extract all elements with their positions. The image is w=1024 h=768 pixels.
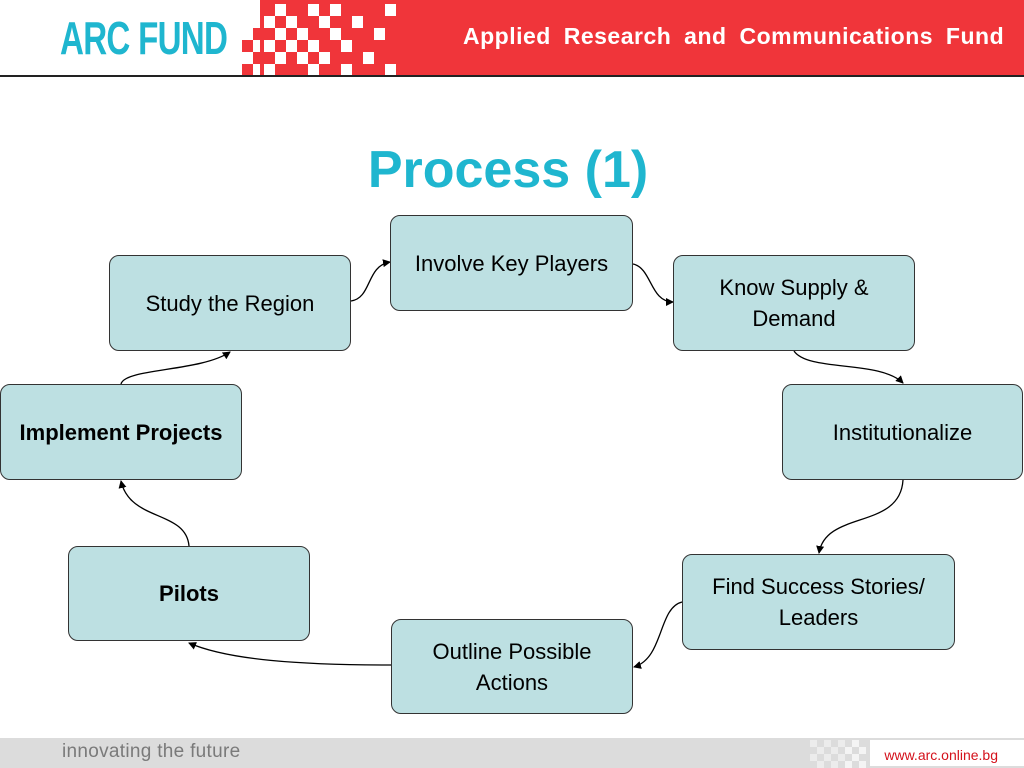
step-label: Find Success Stories/ Leaders bbox=[712, 574, 925, 630]
step-label: Know Supply & Demand bbox=[719, 275, 869, 331]
step-find-success-stories: Find Success Stories/ Leaders bbox=[682, 554, 955, 650]
step-know-supply-demand: Know Supply & Demand bbox=[673, 255, 915, 351]
step-study-the-region: Study the Region bbox=[109, 255, 351, 351]
connector-involve-to-know bbox=[632, 263, 674, 306]
step-label: Outline Possible Actions bbox=[432, 638, 592, 695]
footer-url: www.arc.online.bg bbox=[884, 747, 998, 763]
connector-study-to-involve bbox=[350, 259, 391, 302]
step-label: Pilots bbox=[159, 581, 219, 606]
step-label: Involve Key Players bbox=[414, 250, 609, 276]
connector-institutionalize-to-find bbox=[816, 479, 904, 554]
checker-pattern-decoration bbox=[238, 0, 396, 76]
arc-fund-logo: ARC FUND bbox=[60, 12, 228, 64]
step-label: Study the Region bbox=[145, 290, 315, 316]
step-label: Institutionalize bbox=[832, 419, 973, 445]
step-implement-projects: Implement Projects bbox=[0, 384, 242, 480]
connector-outline-to-pilots bbox=[188, 642, 392, 666]
footer-bar: innovating the future www.arc.online.bg bbox=[0, 738, 1024, 768]
header-bar: ARC FUND Applied Research and Communicat… bbox=[0, 0, 1024, 77]
footer-checker-decoration bbox=[810, 740, 866, 768]
connector-pilots-to-implement bbox=[118, 480, 190, 547]
step-pilots: Pilots bbox=[68, 546, 310, 641]
connector-implement-to-study bbox=[120, 351, 231, 385]
footer-slogan: innovating the future bbox=[62, 741, 241, 762]
step-label: Implement Projects bbox=[19, 419, 223, 445]
slide-title: Process (1) bbox=[367, 141, 649, 199]
step-outline-possible-actions: Outline Possible Actions bbox=[391, 619, 633, 714]
footer-url-area: www.arc.online.bg bbox=[870, 740, 1024, 766]
header-tagline: Applied Research and Communications Fund bbox=[463, 23, 1005, 49]
connector-find-to-outline bbox=[633, 601, 683, 669]
step-institutionalize: Institutionalize bbox=[782, 384, 1023, 480]
step-involve-key-players: Involve Key Players bbox=[390, 215, 633, 311]
header-divider bbox=[0, 75, 1024, 77]
connector-know-to-institutionalize bbox=[793, 350, 904, 384]
